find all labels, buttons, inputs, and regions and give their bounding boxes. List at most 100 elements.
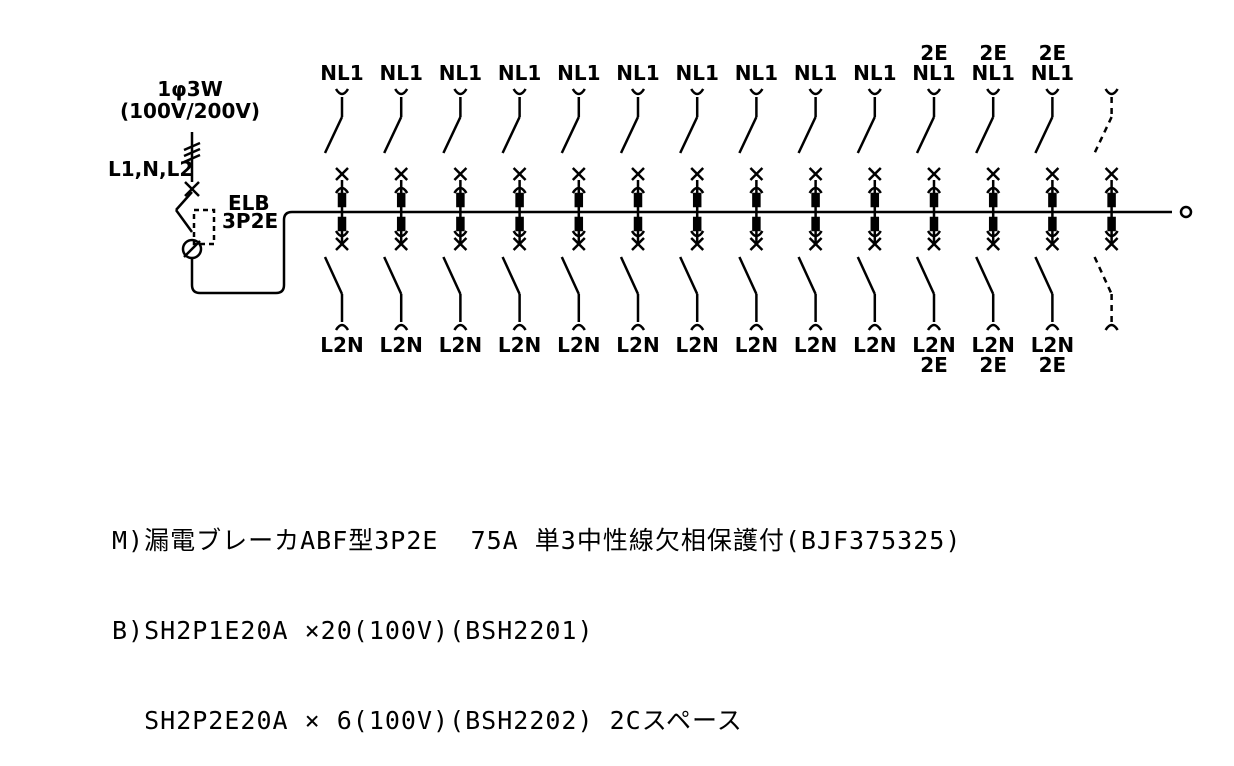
bottom-fuse-cap-icon (867, 230, 882, 238)
bottom-circuit-label: L2N (616, 333, 659, 357)
bottom-terminal-icon (1104, 323, 1119, 331)
bottom-terminal-icon (630, 323, 646, 331)
top-clip-icon (1107, 192, 1116, 208)
top-circuit-label: NL1 (379, 61, 422, 85)
bottom-contact-x-icon (1045, 237, 1060, 251)
supply-voltage-label: (100V/200V) (120, 99, 260, 123)
bottom-clip-icon (1048, 216, 1057, 232)
bottom-circuit-label: L2N (853, 333, 896, 357)
top-terminal-icon (334, 88, 350, 96)
main-switch-blade (175, 191, 193, 211)
top-switch-blade (679, 116, 699, 154)
top-terminal-icon (986, 88, 1001, 96)
bottom-switch-blade (738, 256, 758, 295)
top-clip-icon (752, 192, 761, 208)
top-terminal-icon (571, 88, 586, 96)
top-terminal-icon (512, 88, 527, 96)
bottom-clip-icon (929, 216, 939, 232)
bottom-terminal-icon (986, 323, 1001, 331)
top-rating-label: 2E (920, 41, 948, 65)
supply-system-label: 1φ3W (157, 77, 223, 101)
bottom-clip-icon (574, 216, 584, 232)
top-switch-blade (442, 116, 462, 154)
bottom-terminal-icon (334, 323, 350, 331)
main-bus-bar (190, 210, 1172, 295)
bottom-clip-icon (752, 216, 761, 232)
bottom-clip-icon (633, 216, 643, 232)
top-terminal-icon (808, 88, 823, 96)
bottom-contact-x-icon (986, 237, 1001, 251)
bottom-clip-icon (870, 216, 880, 232)
top-switch-blade (560, 116, 580, 154)
leakage-detector-icon (181, 238, 203, 260)
branch-circuits: NL1L2NNL1L2NNL1L2NNL1L2NNL1L2NNL1L2NNL1L… (320, 41, 1119, 377)
bottom-circuit-label: L2N (912, 333, 955, 357)
top-circuit-label: NL1 (794, 61, 837, 85)
top-switch-blade (975, 116, 995, 154)
top-terminal-icon (690, 88, 705, 96)
bottom-clip-icon (692, 216, 702, 232)
bottom-fuse-cap-icon (512, 230, 527, 238)
top-switch-blade (323, 116, 344, 154)
top-terminal-icon (867, 88, 882, 96)
bottom-terminal-icon (394, 323, 409, 331)
top-switch-blade (1093, 116, 1113, 154)
top-circuit-label: NL1 (557, 61, 600, 85)
top-terminal-icon (926, 88, 942, 96)
top-clip-icon (515, 192, 524, 208)
note-branch-breakers-2e: SH2P2E20A × 6(100V)(BSH2202) 2Cスペース (112, 706, 743, 735)
bottom-fuse-cap-icon (808, 230, 823, 238)
bottom-fuse-cap-icon (1104, 230, 1119, 238)
bottom-fuse-cap-icon (334, 230, 350, 238)
bottom-contact-x-icon (808, 237, 823, 251)
top-terminal-icon (394, 88, 409, 96)
bottom-circuit-label: L2N (557, 333, 600, 357)
bottom-clip-icon (456, 216, 465, 232)
breaker-poles-label: 3P2E (222, 209, 278, 233)
top-switch-blade (383, 116, 403, 154)
top-clip-icon (692, 192, 702, 208)
top-contact-x-icon (631, 167, 645, 181)
top-clip-icon (396, 192, 406, 208)
bottom-circuit-label: L2N (379, 333, 422, 357)
top-contact-x-icon (453, 167, 468, 181)
bottom-contact-x-icon (927, 237, 941, 251)
bottom-clip-icon (396, 216, 406, 232)
top-contact-x-icon (1045, 167, 1060, 181)
top-terminal-icon (630, 88, 646, 96)
three-wire-ticks-icon (183, 141, 201, 164)
bottom-contact-x-icon (867, 237, 882, 251)
bottom-switch-blade (856, 256, 876, 295)
bottom-switch-blade (1034, 256, 1054, 295)
bottom-fuse-cap-icon (571, 230, 586, 238)
top-circuit-label: NL1 (971, 61, 1014, 85)
bottom-switch-blade (560, 256, 580, 295)
bottom-fuse-cap-icon (630, 230, 646, 238)
top-circuit-label: NL1 (498, 61, 541, 85)
top-contact-x-icon (867, 167, 882, 181)
top-circuit-label: NL1 (439, 61, 482, 85)
top-contact-x-icon (571, 167, 586, 181)
bottom-circuit-label: L2N (675, 333, 718, 357)
note-branch-breakers-1e: B)SH2P1E20A ×20(100V)(BSH2201) (112, 616, 594, 645)
bottom-switch-blade (679, 256, 699, 295)
bottom-switch-blade (442, 256, 462, 295)
bottom-circuit-label: L2N (971, 333, 1014, 357)
top-clip-icon (633, 192, 643, 208)
bottom-fuse-cap-icon (453, 230, 468, 238)
main-contact-x-icon (184, 181, 200, 197)
bottom-terminal-icon (867, 323, 882, 331)
bottom-clip-icon (515, 216, 524, 232)
top-clip-icon (1048, 192, 1057, 208)
top-contact-x-icon (927, 167, 941, 181)
top-contact-x-icon (1104, 167, 1119, 181)
bottom-fuse-cap-icon (926, 230, 942, 238)
bottom-switch-blade (797, 256, 817, 295)
